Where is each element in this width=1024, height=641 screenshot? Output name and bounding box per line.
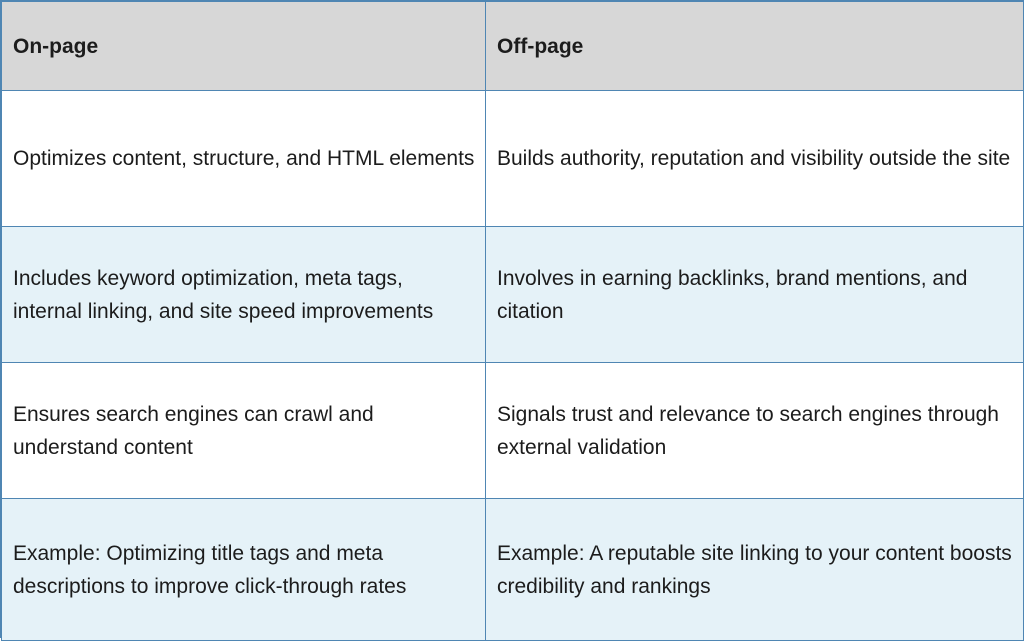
table-row: Example: Optimizing title tags and meta … (1, 498, 1024, 641)
table-header-row: On-page Off-page (1, 1, 1024, 91)
off-page-cell: Involves in earning backlinks, brand men… (485, 226, 1024, 363)
table-row: Includes keyword optimization, meta tags… (1, 226, 1024, 363)
off-page-cell: Example: A reputable site linking to you… (485, 498, 1024, 641)
table-row: Optimizes content, structure, and HTML e… (1, 90, 1024, 227)
table-row: Ensures search engines can crawl and und… (1, 362, 1024, 499)
on-page-cell: Includes keyword optimization, meta tags… (1, 226, 486, 363)
header-on-page: On-page (1, 1, 486, 91)
off-page-cell: Builds authority, reputation and visibil… (485, 90, 1024, 227)
on-page-cell: Example: Optimizing title tags and meta … (1, 498, 486, 641)
header-off-page: Off-page (485, 1, 1024, 91)
on-page-cell: Optimizes content, structure, and HTML e… (1, 90, 486, 227)
off-page-cell: Signals trust and relevance to search en… (485, 362, 1024, 499)
on-page-cell: Ensures search engines can crawl and und… (1, 362, 486, 499)
